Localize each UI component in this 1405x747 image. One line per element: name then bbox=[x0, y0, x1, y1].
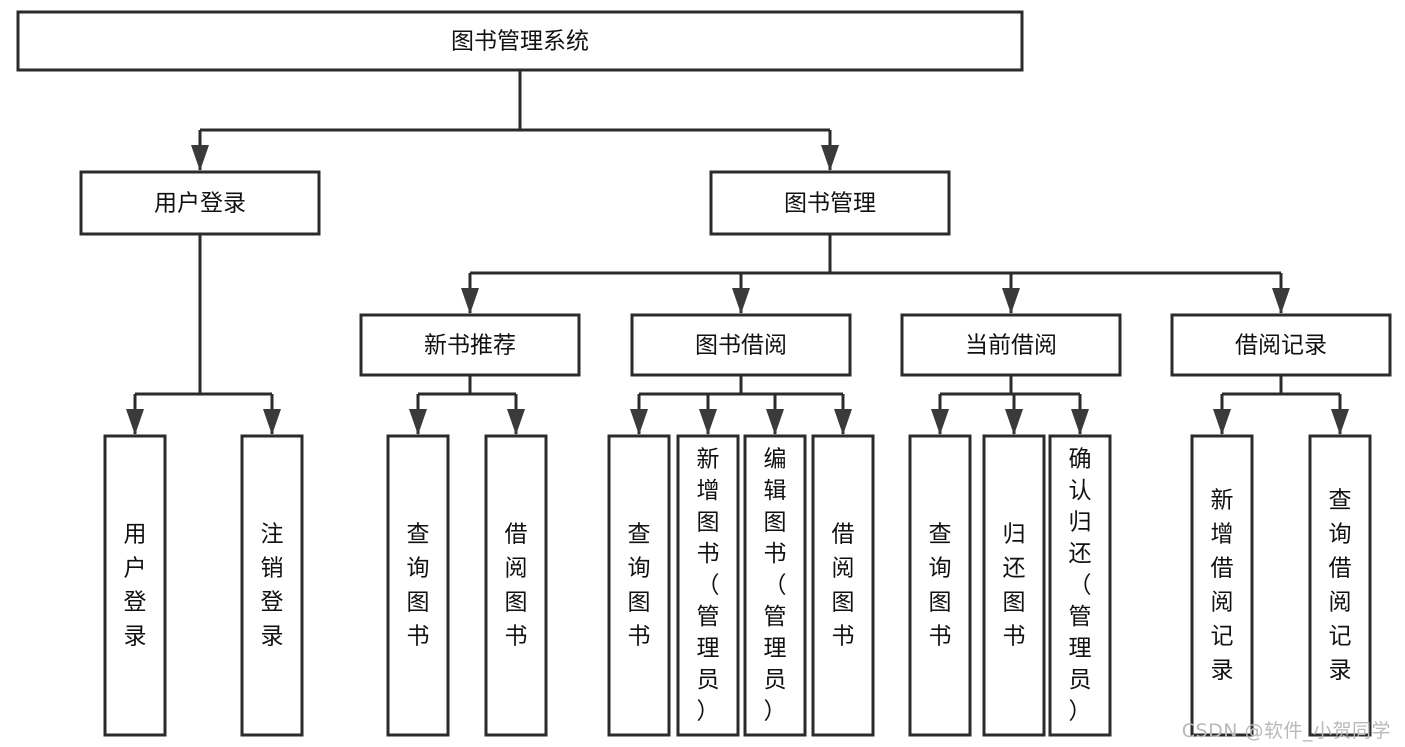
node-box-borrow-record bbox=[1170, 313, 1392, 377]
node-label-borrow-record: 借阅记录 bbox=[1235, 333, 1327, 359]
node-label-leaf-borrow-book-1: 借阅图书 bbox=[505, 521, 528, 649]
node-label-leaf-user-login: 用户登录 bbox=[124, 521, 147, 649]
arrow-head-borrow-record-0 bbox=[1213, 409, 1231, 435]
node-root[interactable]: 图书管理系统 bbox=[16, 10, 1024, 72]
arrow-head-root-1 bbox=[821, 145, 839, 171]
arrow-head-new-book-recommend-0 bbox=[409, 409, 427, 435]
node-label-leaf-add-book: 新增图书（管理员） bbox=[697, 446, 720, 724]
node-label-leaf-confirm-return: 确认归还（管理员） bbox=[1069, 446, 1092, 724]
arrow-head-book-manage-2 bbox=[1002, 288, 1020, 314]
node-label-leaf-logout: 注销登录 bbox=[261, 521, 284, 649]
arrow-head-borrow-record-1 bbox=[1331, 409, 1349, 435]
node-layer: 图书管理系统用户登录图书管理新书推荐图书借阅当前借阅借阅记录用户登录注销登录查询… bbox=[16, 10, 1392, 737]
node-leaf-query-book-2[interactable]: 查询图书 bbox=[607, 434, 671, 737]
node-label-book-manage: 图书管理 bbox=[784, 191, 876, 217]
node-book-manage[interactable]: 图书管理 bbox=[709, 170, 951, 236]
node-box-leaf-logout bbox=[240, 434, 304, 737]
node-label-leaf-query-record: 查询借阅记录 bbox=[1329, 487, 1352, 683]
node-label-leaf-query-book-1: 查询图书 bbox=[407, 521, 430, 649]
node-label-root: 图书管理系统 bbox=[451, 29, 589, 55]
arrow-head-user-login-1 bbox=[263, 409, 281, 435]
arrow-head-user-login-0 bbox=[126, 409, 144, 435]
node-book-borrow[interactable]: 图书借阅 bbox=[630, 313, 852, 377]
arrow-head-book-borrow-2 bbox=[766, 409, 784, 435]
node-box-new-book-recommend bbox=[359, 313, 581, 377]
node-leaf-user-login[interactable]: 用户登录 bbox=[103, 434, 167, 737]
node-box-leaf-borrow-book-2 bbox=[811, 434, 875, 737]
arrow-head-book-manage-3 bbox=[1272, 288, 1290, 314]
arrow-head-book-manage-0 bbox=[461, 288, 479, 314]
arrow-head-new-book-recommend-1 bbox=[507, 409, 525, 435]
node-label-current-borrow: 当前借阅 bbox=[965, 333, 1057, 359]
node-box-leaf-borrow-book-1 bbox=[484, 434, 548, 737]
node-box-leaf-add-book bbox=[676, 434, 740, 737]
connector-layer bbox=[126, 70, 1349, 435]
node-box-leaf-edit-book bbox=[743, 434, 807, 737]
arrow-head-book-borrow-3 bbox=[834, 409, 852, 435]
node-label-leaf-return-book: 归还图书 bbox=[1003, 521, 1026, 649]
node-leaf-edit-book[interactable]: 编辑图书（管理员） bbox=[743, 434, 807, 737]
watermark-label: CSDN @软件_小贺同学 bbox=[1181, 720, 1391, 742]
node-label-new-book-recommend: 新书推荐 bbox=[424, 333, 516, 359]
node-label-leaf-edit-book: 编辑图书（管理员） bbox=[764, 446, 787, 724]
node-leaf-query-record[interactable]: 查询借阅记录 bbox=[1308, 434, 1372, 737]
node-box-root bbox=[16, 10, 1024, 72]
arrow-head-current-borrow-1 bbox=[1005, 409, 1023, 435]
node-box-book-borrow bbox=[630, 313, 852, 377]
node-leaf-borrow-book-1[interactable]: 借阅图书 bbox=[484, 434, 548, 737]
arrow-head-root-0 bbox=[191, 145, 209, 171]
node-label-leaf-query-book-3: 查询图书 bbox=[929, 521, 952, 649]
node-borrow-record[interactable]: 借阅记录 bbox=[1170, 313, 1392, 377]
node-leaf-logout[interactable]: 注销登录 bbox=[240, 434, 304, 737]
node-box-leaf-query-book-3 bbox=[908, 434, 972, 737]
node-box-current-borrow bbox=[900, 313, 1122, 377]
node-box-user-login bbox=[79, 170, 321, 236]
arrow-head-current-borrow-0 bbox=[931, 409, 949, 435]
node-label-user-login: 用户登录 bbox=[154, 191, 246, 217]
node-leaf-borrow-book-2[interactable]: 借阅图书 bbox=[811, 434, 875, 737]
node-user-login[interactable]: 用户登录 bbox=[79, 170, 321, 236]
node-box-book-manage bbox=[709, 170, 951, 236]
node-box-leaf-user-login bbox=[103, 434, 167, 737]
arrow-head-book-borrow-1 bbox=[699, 409, 717, 435]
node-label-leaf-add-record: 新增借阅记录 bbox=[1211, 487, 1234, 683]
node-new-book-recommend[interactable]: 新书推荐 bbox=[359, 313, 581, 377]
node-label-leaf-borrow-book-2: 借阅图书 bbox=[832, 521, 855, 649]
node-box-leaf-query-book-2 bbox=[607, 434, 671, 737]
node-label-leaf-query-book-2: 查询图书 bbox=[628, 521, 651, 649]
node-leaf-add-book[interactable]: 新增图书（管理员） bbox=[676, 434, 740, 737]
arrow-head-book-borrow-0 bbox=[630, 409, 648, 435]
arrow-head-current-borrow-2 bbox=[1071, 409, 1089, 435]
node-leaf-confirm-return[interactable]: 确认归还（管理员） bbox=[1048, 434, 1112, 737]
arrow-head-book-manage-1 bbox=[732, 288, 750, 314]
node-leaf-return-book[interactable]: 归还图书 bbox=[982, 434, 1046, 737]
node-box-leaf-query-book-1 bbox=[386, 434, 450, 737]
node-leaf-query-book-3[interactable]: 查询图书 bbox=[908, 434, 972, 737]
node-box-leaf-confirm-return bbox=[1048, 434, 1112, 737]
node-box-leaf-query-record bbox=[1308, 434, 1372, 737]
node-box-leaf-return-book bbox=[982, 434, 1046, 737]
node-current-borrow[interactable]: 当前借阅 bbox=[900, 313, 1122, 377]
node-leaf-query-book-1[interactable]: 查询图书 bbox=[386, 434, 450, 737]
node-label-book-borrow: 图书借阅 bbox=[695, 333, 787, 359]
node-box-leaf-add-record bbox=[1190, 434, 1254, 737]
node-leaf-add-record[interactable]: 新增借阅记录 bbox=[1190, 434, 1254, 737]
